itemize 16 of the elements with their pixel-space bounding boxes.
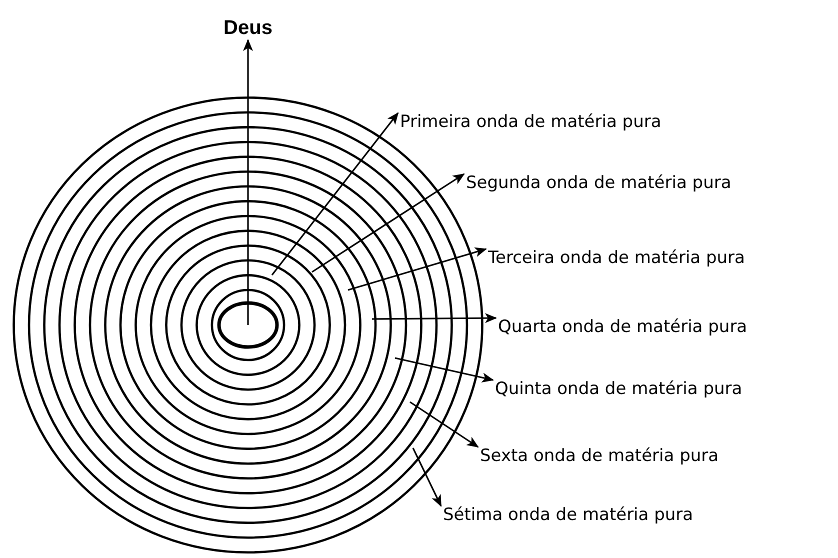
wave-label: Quarta onda de matéria pura — [498, 316, 748, 338]
wave-label: Segunda onda de matéria pura — [466, 172, 732, 194]
arrow — [410, 401, 479, 448]
arrow — [348, 247, 487, 291]
arrow — [394, 357, 494, 382]
arrow — [312, 173, 465, 273]
arrow — [372, 313, 497, 324]
wave-label: Terceira onda de matéria pura — [488, 247, 745, 269]
wave-label: Sexta onda de matéria pura — [480, 445, 719, 467]
wave-label: Primeira onda de matéria pura — [400, 111, 662, 133]
arrow — [243, 39, 253, 325]
heading-label: Deus — [224, 17, 272, 39]
wave-label: Sétima onda de matéria pura — [443, 504, 694, 526]
wave-label: Quinta onda de matéria pura — [495, 378, 742, 400]
arrow — [412, 448, 442, 507]
arrow — [271, 112, 399, 276]
